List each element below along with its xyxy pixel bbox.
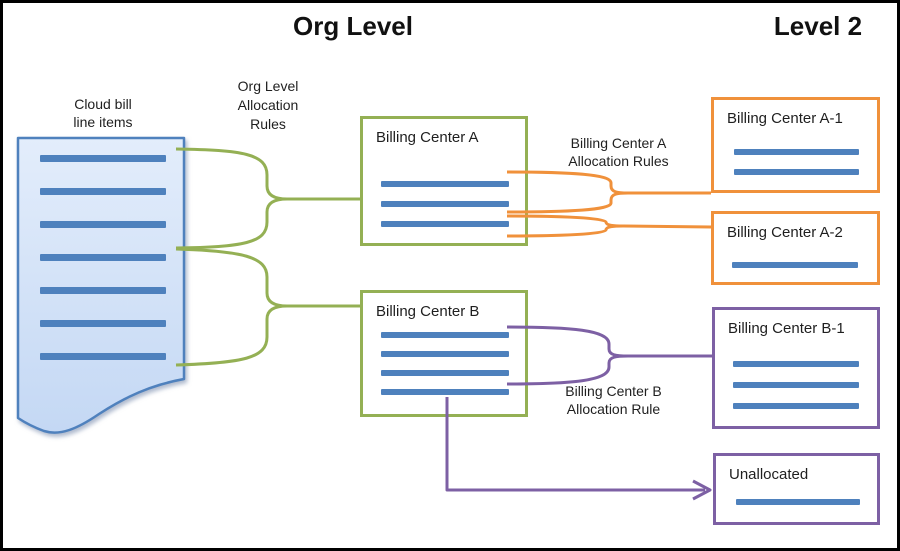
line-item-bar — [40, 353, 166, 360]
line-item-bar — [736, 499, 860, 505]
line-item-bar — [40, 320, 166, 327]
billing-center-a1-box: Billing Center A-1 — [711, 97, 880, 193]
org-brace-b-upper — [175, 247, 360, 308]
line-item-bar — [381, 181, 509, 187]
bc-a-rules-line2: Allocation Rules — [568, 153, 669, 169]
billing-center-b1-label: Billing Center B-1 — [728, 320, 845, 337]
bc-b-unallocated-arrowhead — [692, 479, 712, 501]
bc-a-brace-a2-upper — [506, 214, 712, 229]
line-item-bar — [381, 389, 509, 395]
bc-a-rules-line1: Billing Center A — [570, 135, 667, 151]
billing-center-b-line-items — [381, 332, 509, 395]
org-rules-line3: Rules — [250, 116, 286, 132]
billing-center-a1-line-items — [734, 149, 859, 175]
line-item-bar — [733, 403, 859, 409]
billing-center-a2-line-items — [732, 262, 858, 268]
org-brace-a-lower — [175, 197, 288, 250]
line-item-bar — [734, 149, 859, 155]
bc-a-allocation-rules-label: Billing Center A Allocation Rules — [546, 134, 691, 170]
unallocated-box: Unallocated — [713, 453, 880, 525]
billing-center-b1-line-items — [733, 361, 859, 409]
cloud-bill-label-line2: line items — [73, 114, 133, 130]
line-item-bar — [732, 262, 858, 268]
unallocated-line-items — [736, 499, 860, 505]
bc-b-rule-line2: Allocation Rule — [566, 401, 661, 417]
billing-center-a1-label: Billing Center A-1 — [727, 110, 843, 127]
unallocated-label: Unallocated — [729, 466, 809, 483]
line-item-bar — [40, 287, 166, 294]
org-rules-line2: Allocation — [237, 97, 299, 113]
cloud-bill-label: Cloud bill line items — [43, 95, 163, 131]
org-allocation-rules-label: Org Level Allocation Rules — [203, 77, 333, 134]
line-item-bar — [381, 332, 509, 338]
line-item-bar — [381, 351, 509, 357]
line-item-bar — [733, 361, 859, 367]
line-item-bar — [40, 188, 166, 195]
line-item-bar — [733, 382, 859, 388]
line-item-bar — [40, 155, 166, 162]
bc-a-brace-a1-upper — [506, 170, 711, 195]
org-rules-line1: Org Level — [237, 78, 299, 94]
bc-b-rule-line1: Billing Center B — [565, 383, 662, 399]
billing-center-b-label: Billing Center B — [376, 303, 480, 320]
line-item-bar — [40, 221, 166, 228]
cloud-bill-label-line1: Cloud bill — [74, 96, 132, 112]
billing-center-a-label: Billing Center A — [376, 129, 479, 146]
org-brace-a-upper — [175, 147, 360, 201]
org-level-title: Org Level — [293, 11, 413, 41]
line-item-bar — [381, 201, 509, 207]
bc-b-allocation-rule-label: Billing Center B Allocation Rule — [541, 382, 686, 418]
billing-center-a2-label: Billing Center A-2 — [727, 224, 843, 241]
line-item-bar — [381, 370, 509, 376]
billing-center-a-line-items — [381, 181, 509, 227]
line-item-bar — [40, 254, 166, 261]
billing-center-a2-box: Billing Center A-2 — [711, 211, 880, 285]
line-item-bar — [734, 169, 859, 175]
bc-b-brace-b1-upper — [506, 325, 712, 358]
level-2-title: Level 2 — [773, 11, 863, 41]
org-brace-b-lower — [175, 304, 288, 367]
line-item-bar — [381, 221, 509, 227]
cloud-bill-line-items — [40, 155, 166, 360]
